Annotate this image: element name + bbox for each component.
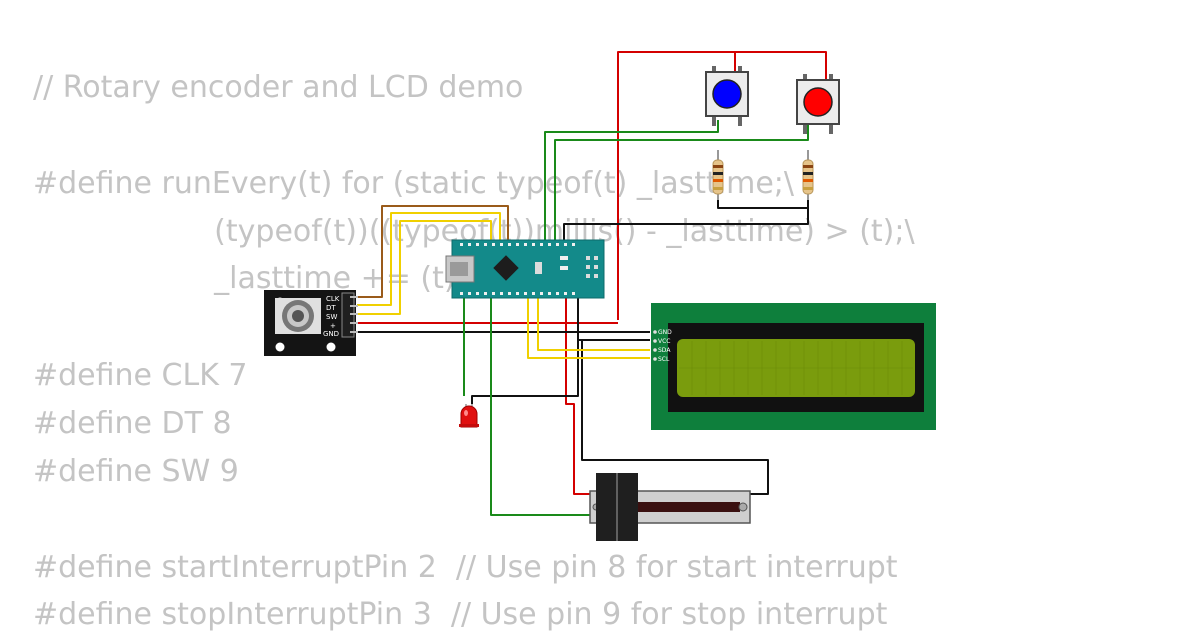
wire-red-slider[interactable]: [565, 332, 596, 495]
encoder-pin-clk: CLK: [326, 295, 340, 303]
wire-black-lcd-gnd[interactable]: [577, 298, 650, 341]
icsp-header: [586, 256, 598, 278]
wire-black-btn-gnd[interactable]: [717, 200, 809, 209]
lcd-pin-sda: SDA: [658, 347, 671, 354]
wire-red-buttons[interactable]: [617, 51, 827, 320]
wire-brown-clk[interactable]: [357, 205, 509, 298]
microcontroller-chip: [493, 255, 519, 281]
wire-yellow-dt[interactable]: [357, 212, 501, 306]
encoder-pin-sw: SW: [326, 313, 337, 321]
button-cap-red[interactable]: [803, 87, 833, 117]
lcd-pin-vcc: VCC: [658, 338, 670, 345]
lcd-pin-dots: [653, 330, 657, 361]
encoder-pin-gnd: GND: [323, 330, 339, 338]
code-line-8: #define startInterruptPin 2 // Use pin 8…: [33, 550, 898, 585]
wire-yellow-sda[interactable]: [537, 298, 650, 351]
wire-green-btn1[interactable]: [544, 120, 719, 244]
encoder-pin-plus: +: [330, 322, 336, 330]
lcd-grid: [679, 341, 913, 395]
code-line-7: #define SW 9: [33, 454, 239, 489]
wire-black-led[interactable]: [471, 340, 579, 404]
encoder-pin-dt: DT: [326, 304, 336, 312]
push-button-red[interactable]: [796, 74, 840, 134]
wire-black-slider[interactable]: [581, 340, 769, 495]
wire-green-slider[interactable]: [490, 298, 596, 516]
wire-yellow-scl[interactable]: [527, 298, 650, 359]
resistor-2: [802, 150, 814, 200]
button-cap-blue[interactable]: [712, 79, 742, 109]
nano-top-pins: [460, 243, 575, 246]
wire-black-btn-gnd2[interactable]: [563, 208, 809, 244]
nano-bottom-pins: [460, 292, 575, 295]
red-led[interactable]: [459, 404, 479, 428]
code-line-6: #define DT 8: [33, 406, 232, 441]
rotary-encoder[interactable]: CLK DT SW + GND: [264, 290, 358, 356]
code-line-1: // Rotary encoder and LCD demo: [33, 70, 524, 105]
wires: [357, 51, 827, 516]
slide-potentiometer[interactable]: [589, 473, 751, 541]
arduino-nano[interactable]: [445, 239, 605, 299]
code-line-5: #define CLK 7: [33, 358, 248, 393]
push-button-blue[interactable]: [705, 66, 749, 126]
code-line-2: #define runEvery(t) for (static typeof(t…: [33, 166, 795, 201]
encoder-pin-header: [350, 296, 358, 333]
wire-yellow-sw[interactable]: [357, 220, 492, 315]
resistor-1: [712, 150, 724, 200]
reset-button[interactable]: [535, 262, 542, 274]
lcd-pin-scl: SCL: [658, 356, 670, 363]
wire-green-btn2[interactable]: [554, 122, 809, 244]
lcd-display[interactable]: GND VCC SDA SCL: [651, 303, 936, 430]
usb-port-inner: [450, 262, 468, 276]
lcd-pin-gnd: GND: [658, 329, 672, 336]
code-line-9: #define stopInterruptPin 3 // Use pin 9 …: [33, 597, 888, 632]
